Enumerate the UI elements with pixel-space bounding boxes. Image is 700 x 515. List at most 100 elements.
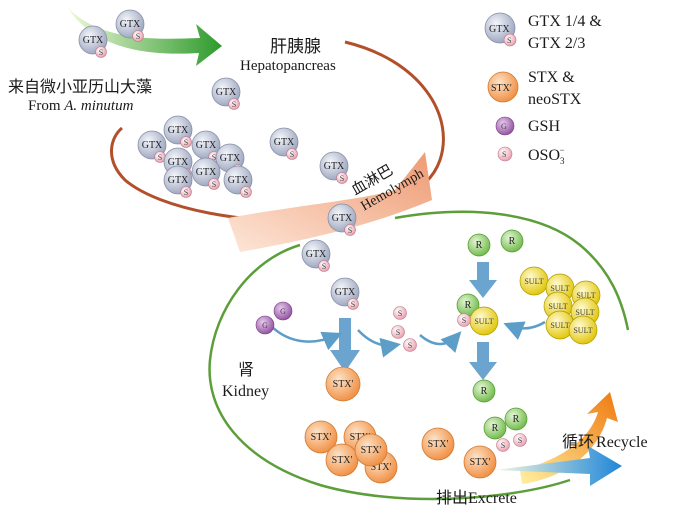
gtx-label: GTX: [168, 157, 189, 168]
gtx-molecule: GTX S: [269, 127, 299, 160]
sulfate-group: S: [513, 433, 527, 447]
gtx-label: GTX: [228, 175, 249, 186]
sulfate-label: S: [212, 180, 216, 189]
receptor-down-arrow-2: [469, 342, 497, 380]
gtx-to-sulfate-arrow: [357, 329, 401, 358]
sult-enzyme: SULT: [469, 306, 499, 336]
hepatopancreas-label-en: Hepatopancreas: [240, 58, 336, 74]
svg-text:GTX: GTX: [489, 24, 510, 35]
gtx-molecule: GTX S: [163, 165, 193, 198]
kidney-label-cn: 肾: [238, 361, 254, 379]
hemolymph-band: [228, 152, 432, 252]
stx-label: STX': [333, 379, 354, 390]
gtx-label: GTX: [306, 249, 327, 260]
legend-gsh-swatch: G: [495, 116, 515, 136]
sult-label: SULT: [550, 284, 569, 293]
sult-label: SULT: [575, 308, 594, 317]
sulfate-group: S: [393, 306, 407, 320]
receptor-label: R: [509, 236, 516, 247]
legend-sulfate-swatch: S: [497, 146, 513, 162]
sulfate-label: S: [184, 138, 188, 147]
receptor-label: R: [492, 423, 499, 434]
legend-stx-label-2: neoSTX: [528, 91, 582, 108]
gtx-label: GTX: [335, 287, 356, 298]
hepatopancreas-label-cn: 肝胰腺: [270, 37, 321, 56]
stx-label: STX': [332, 455, 353, 466]
sulfate-label: S: [398, 309, 402, 318]
gtx-label: GTX: [216, 87, 237, 98]
sulfate-label: S: [462, 316, 466, 325]
gsh-label: G: [262, 321, 268, 330]
legend-stx-swatch: STX': [487, 71, 519, 103]
svg-text:S: S: [507, 36, 511, 45]
gtx-label: GTX: [168, 175, 189, 186]
legend-gtx-label-2: GTX 2/3: [528, 35, 585, 52]
receptor-molecule: R: [467, 233, 491, 257]
receptor-label: R: [465, 300, 472, 311]
kidney-down-arrow-1: [330, 318, 360, 372]
receptor-label: R: [481, 386, 488, 397]
excrete-label: 排出Excrete: [436, 489, 517, 507]
receptor-down-arrow-1: [469, 262, 497, 298]
source-label-en: From A. minutum: [28, 98, 134, 114]
gtx-molecule: GTX S: [211, 77, 241, 110]
sulfate-to-receptor-arrow: [419, 331, 462, 353]
receptor-molecule: R: [504, 407, 528, 431]
gtx-molecule: GTX S: [330, 277, 360, 310]
sulfate-label: S: [518, 436, 522, 445]
gtx-label: GTX: [220, 153, 241, 164]
sult-enzyme: SULT: [519, 266, 549, 296]
sulfate-group: S: [496, 438, 510, 452]
sulfate-label: S: [184, 188, 188, 197]
sulfate-label: S: [290, 150, 294, 159]
sulfate-label: S: [244, 188, 248, 197]
receptor-label: R: [476, 240, 483, 251]
sult-enzyme: SULT: [545, 310, 575, 340]
gsh-molecule: G: [273, 301, 293, 321]
legend-gsh-label: GSH: [528, 118, 560, 135]
gtx-label: GTX: [324, 161, 345, 172]
sulfate-label: S: [136, 32, 140, 41]
legend: GTX S GTX 1/4 & GTX 2/3 STX' STX & neoST…: [484, 12, 602, 166]
intake-arrow: [68, 8, 222, 66]
gtx-molecule: GTX S: [301, 239, 331, 272]
kidney-label-en: Kidney: [222, 383, 269, 400]
gtx-label: GTX: [196, 140, 217, 151]
sulfate-label: S: [322, 262, 326, 271]
gtx-molecule: GTX S: [223, 165, 253, 198]
stx-label: STX': [371, 462, 392, 473]
sult-enzyme: SULT: [568, 315, 598, 345]
kidney-outline: [208, 243, 571, 501]
svg-text:G: G: [501, 122, 507, 131]
stx-label: STX': [311, 432, 332, 443]
receptor-label: R: [513, 414, 520, 425]
gtx-label: GTX: [83, 35, 104, 46]
sult-label: SULT: [550, 321, 569, 330]
legend-stx-label: STX &: [528, 69, 575, 86]
gtx-label: GTX: [332, 213, 353, 224]
gtx-molecule: GTX S: [163, 115, 193, 148]
receptor-molecule: R: [500, 229, 524, 253]
sulfate-label: S: [212, 153, 216, 162]
sult-label: SULT: [524, 277, 543, 286]
source-label-cn: 来自微小亚历山大藻: [8, 78, 152, 96]
gtx-label: GTX: [274, 137, 295, 148]
gtx-label: GTX: [168, 125, 189, 136]
gsh-to-kidney-arrow: [269, 324, 343, 351]
sulfate-label: S: [351, 300, 355, 309]
stx-molecule: STX': [304, 420, 338, 454]
legend-gtx-label: GTX 1/4 &: [528, 13, 602, 30]
sult-label: SULT: [548, 302, 567, 311]
stx-label: STX': [428, 439, 449, 450]
receptor-molecule: R: [472, 379, 496, 403]
stx-molecule: STX': [463, 445, 497, 479]
sulfate-group: S: [403, 338, 417, 352]
excrete-arrow: [495, 446, 622, 486]
kidney-outline-upper: [394, 210, 630, 331]
sulfate-label: S: [232, 100, 236, 109]
